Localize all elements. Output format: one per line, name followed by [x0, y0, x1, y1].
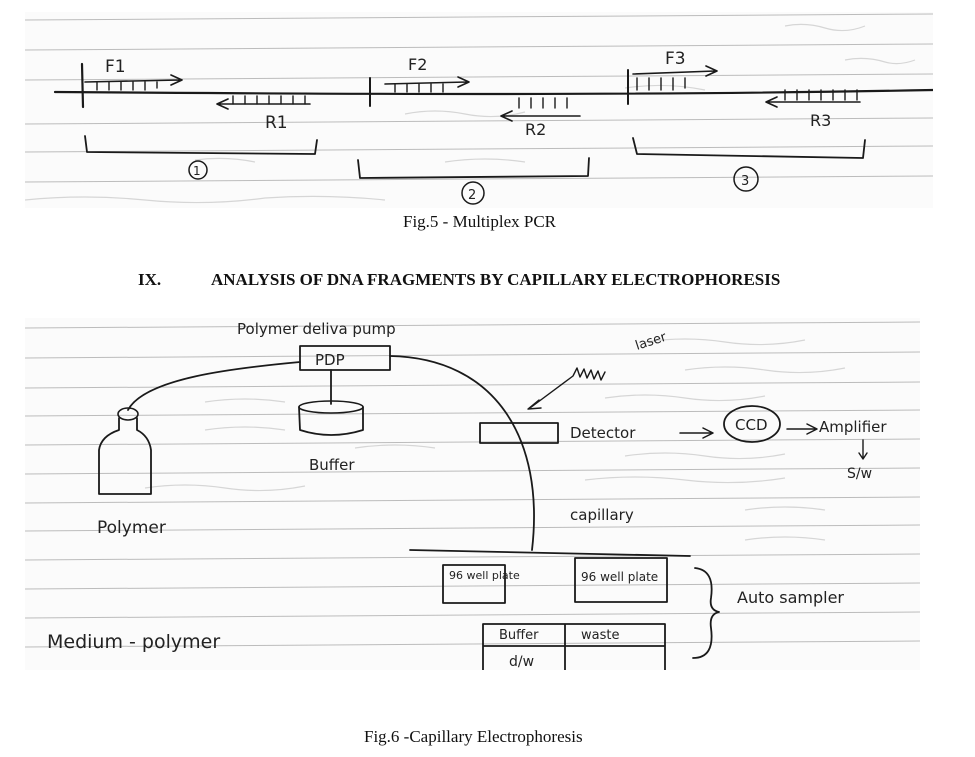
plate-right-label: 96 well plate — [581, 570, 658, 584]
detector-label: Detector — [570, 424, 636, 442]
amplifier-arrow — [858, 439, 868, 460]
pdp-label: PDP — [315, 351, 345, 369]
show-through-marks — [144, 338, 846, 541]
figure-5-caption: Fig.5 - Multiplex PCR — [403, 212, 557, 231]
notebook-ruled-lines — [25, 13, 933, 183]
multiplex-pcr-drawing: F1 R1 F2 R2 F3 R3 — [25, 13, 933, 205]
detector-box: Detector — [479, 422, 714, 444]
capillary-label: capillary — [570, 506, 634, 524]
table-buffer-label: Buffer — [499, 628, 539, 643]
primer-f3-label: F3 — [665, 49, 686, 69]
amplifier-label: Amplifier — [819, 418, 887, 436]
capillary-tubing — [389, 355, 535, 551]
table-dw-label: d/w — [509, 654, 534, 670]
segment-marker — [80, 62, 85, 109]
primer-r2-label: R2 — [525, 120, 546, 139]
show-through-marks — [25, 23, 916, 204]
medium-polymer-label: Medium - polymer — [47, 631, 220, 653]
capillary-electrophoresis-figure: Polymer deliva pump PDP Polymer Buffer l… — [25, 318, 920, 670]
product-2: 2 — [357, 157, 590, 205]
autosampler-brace — [692, 567, 720, 659]
figure-6-caption: Fig.6 -Capillary Electrophoresis — [364, 727, 583, 746]
plate-right: 96 well plate — [574, 557, 668, 603]
autosampler-rail — [409, 549, 691, 557]
primer-f3: F3 — [632, 49, 718, 91]
product-3: 3 — [632, 137, 866, 192]
section-title: ANALYSIS OF DNA FRAGMENTS BY CAPILLARY E… — [211, 270, 781, 289]
polymer-tubing — [127, 361, 301, 411]
product-3-label: 3 — [741, 174, 749, 189]
primer-r2: R2 — [500, 97, 581, 139]
product-1: 1 — [84, 135, 318, 180]
plate-left-label: 96 well plate — [449, 569, 520, 582]
software-label: S/w — [847, 466, 872, 482]
primer-f1: F1 — [84, 57, 183, 91]
polymer-bottle: Polymer — [97, 407, 166, 538]
multiplex-pcr-figure: F1 R1 F2 R2 F3 R3 — [25, 12, 933, 208]
pdp-box: PDP — [299, 345, 391, 371]
ccd-arrow — [786, 423, 818, 435]
primer-f1-label: F1 — [105, 57, 126, 77]
buffer-container: Buffer — [298, 400, 364, 474]
laser-label: laser — [634, 330, 669, 354]
plate-left: 96 well plate — [442, 564, 520, 604]
laser-beam: laser — [527, 330, 669, 410]
capillary-electrophoresis-drawing: Polymer deliva pump PDP Polymer Buffer l… — [25, 320, 920, 670]
ccd-label: CCD — [735, 416, 768, 434]
primer-f2-label: F2 — [408, 55, 427, 74]
table-waste-label: waste — [581, 628, 619, 643]
product-2-label: 2 — [468, 188, 476, 203]
buffer-waste-table: Buffer waste d/w — [482, 623, 666, 670]
buffer-label: Buffer — [309, 456, 355, 474]
auto-sampler-label: Auto sampler — [737, 588, 844, 607]
primer-r1: R1 — [216, 95, 311, 133]
notebook-ruled-lines — [25, 321, 920, 648]
product-1-label: 1 — [193, 164, 201, 178]
polymer-label: Polymer — [97, 518, 166, 538]
section-number: IX. — [138, 270, 162, 289]
dna-template-line — [53, 88, 933, 96]
primer-r3-label: R3 — [810, 111, 831, 130]
primer-r3: R3 — [765, 89, 861, 130]
primer-f2: F2 — [384, 55, 470, 93]
primer-r1-label: R1 — [265, 113, 288, 133]
pump-title-label: Polymer deliva pump — [237, 320, 396, 338]
ccd-unit: CCD Amplifier S/w — [723, 405, 887, 482]
detector-arrow — [679, 427, 714, 439]
